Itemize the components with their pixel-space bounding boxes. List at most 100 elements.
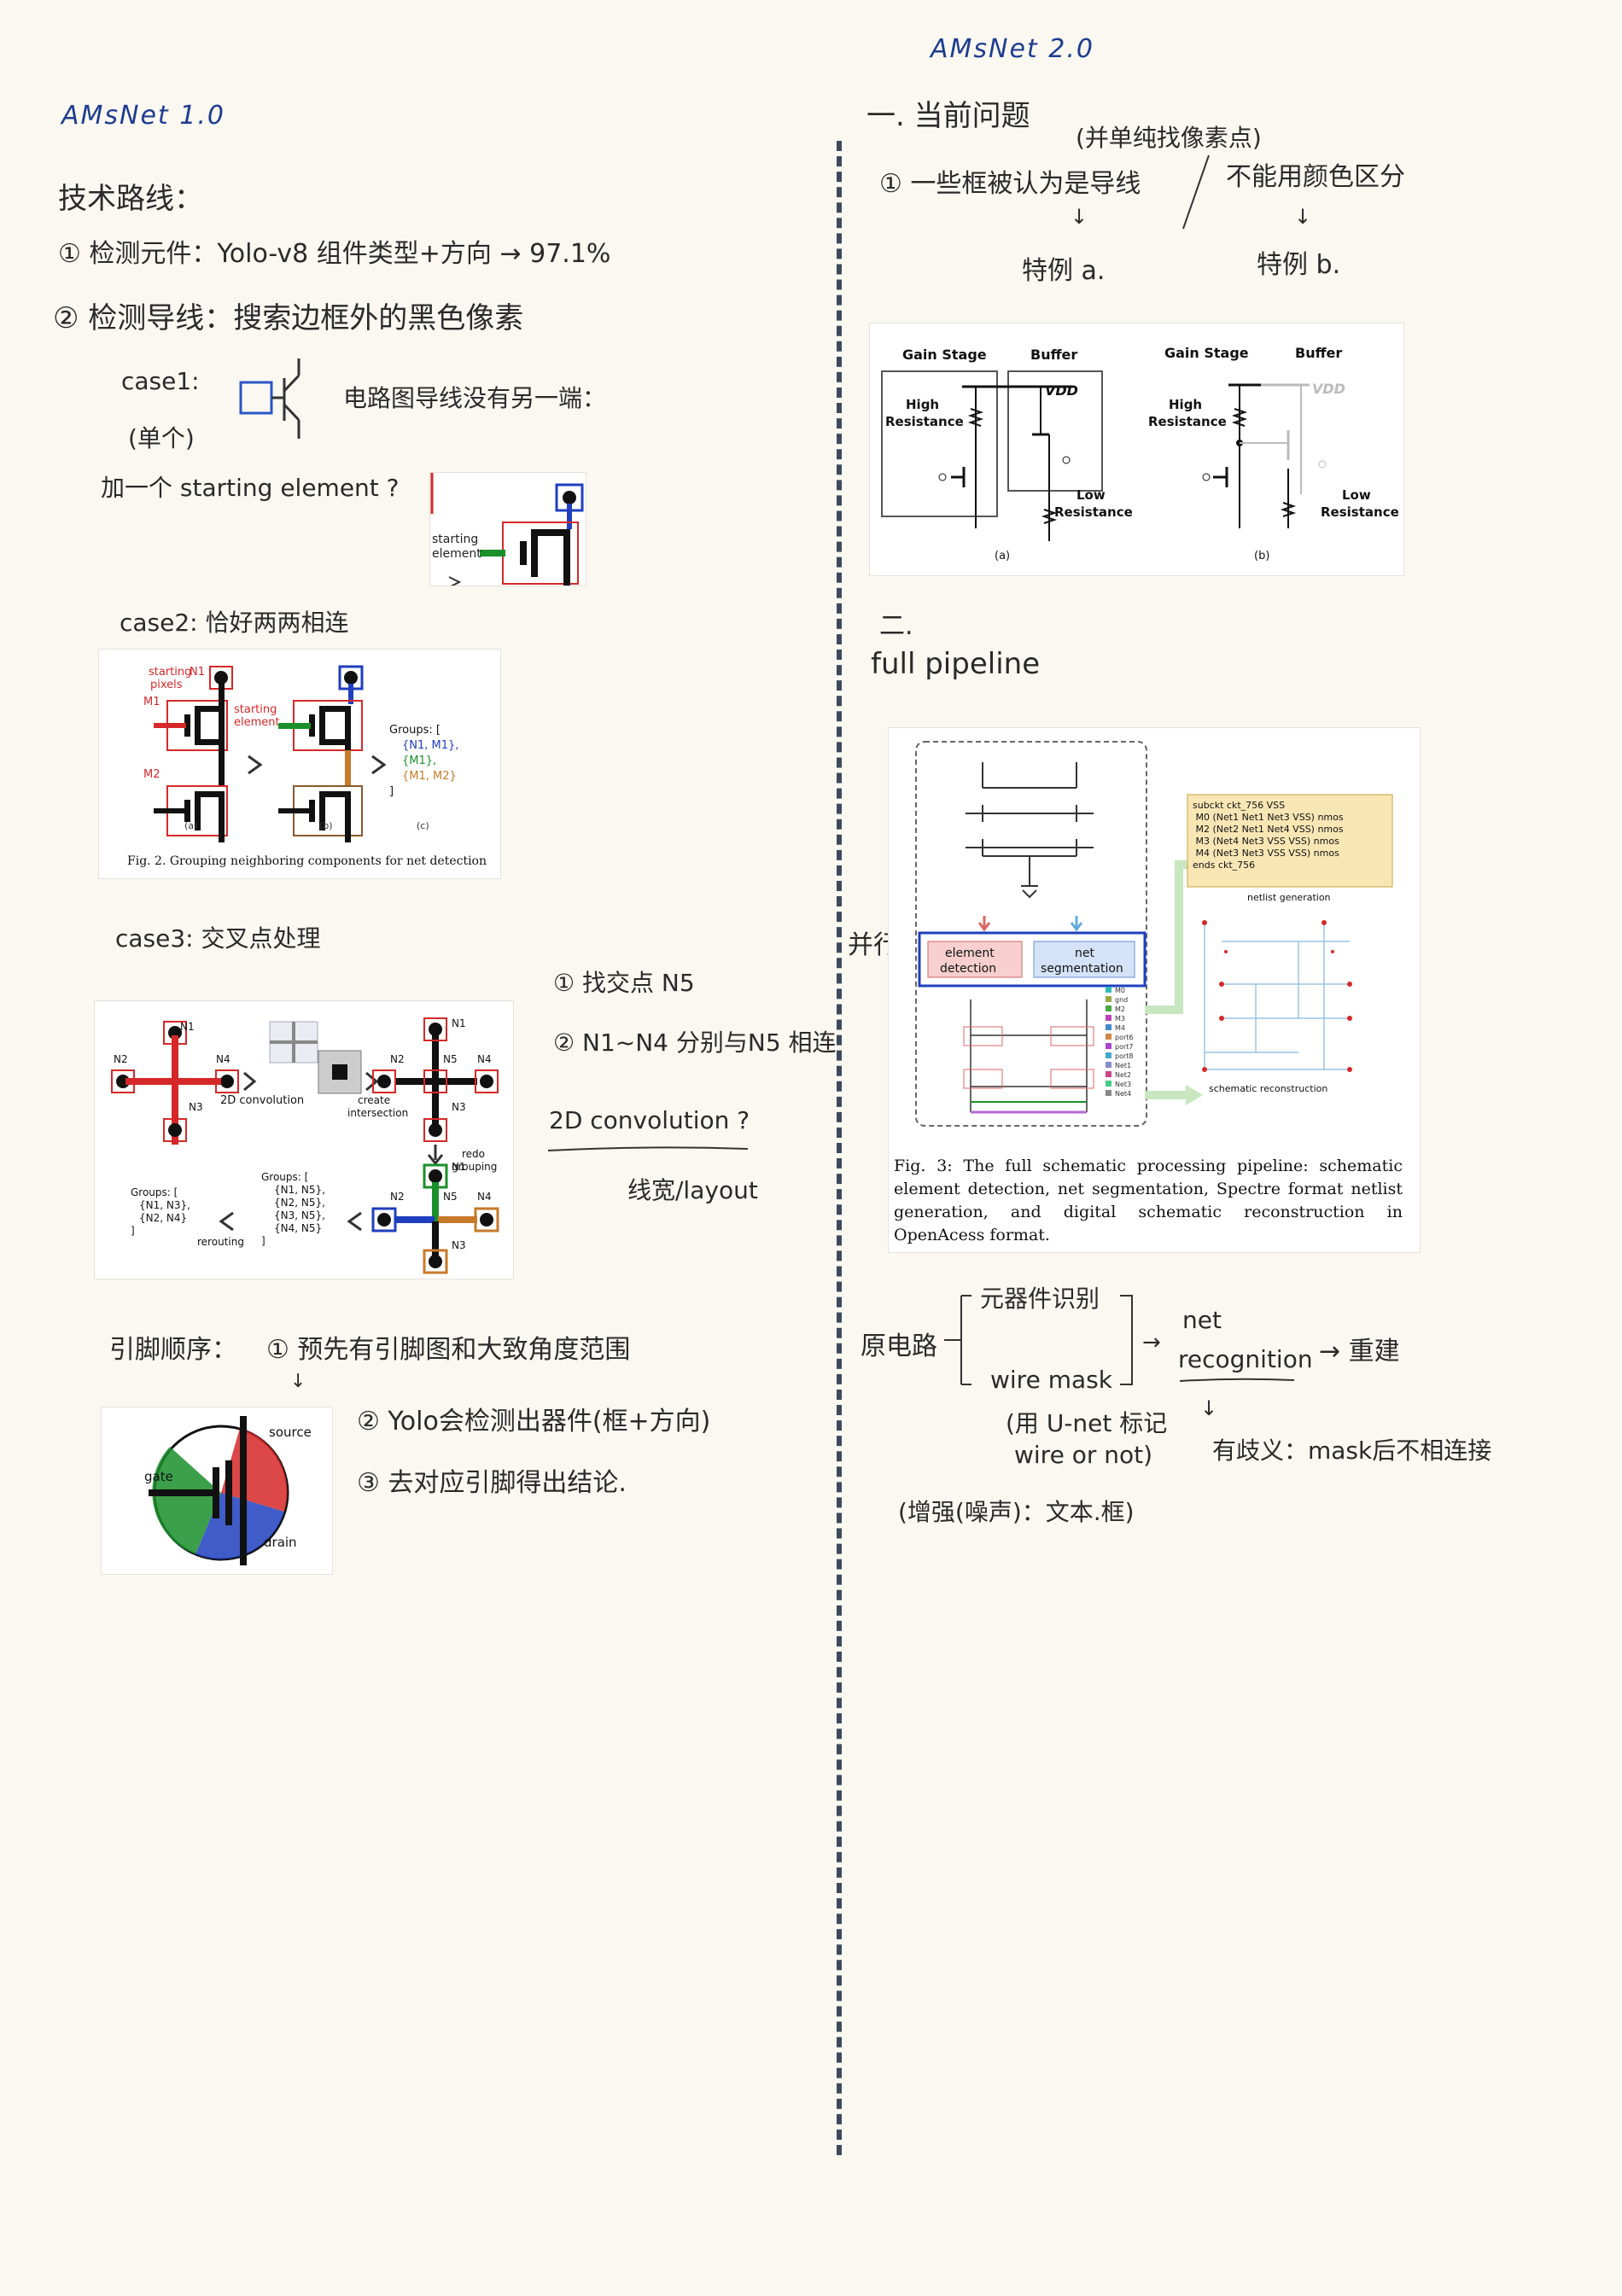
gm-1: Groups: [ [261, 1171, 308, 1183]
mosfet-drain-wire [563, 529, 570, 586]
sec1-item: ① 一些框被认为是导线 [879, 169, 1141, 199]
case3-note4: 线宽/layout [627, 1176, 758, 1204]
a-n1-label: N1 [190, 666, 205, 679]
c3-n1-label: N1 [452, 1161, 466, 1173]
src-line [240, 1416, 247, 1493]
top-schematic [966, 762, 1094, 899]
case1-note: 电路图导线没有另一端： [343, 384, 607, 412]
a-m1-g [184, 714, 190, 737]
step2-text: ② 检测导线：搜索边框外的黑色像素 [53, 301, 524, 335]
legend-swatch [1106, 1081, 1111, 1087]
c3-n3 [429, 1255, 442, 1268]
a-m1-d [201, 706, 225, 712]
a-m1-label: M1 [143, 696, 160, 708]
gm-2: {N1, N5}, [274, 1184, 325, 1196]
legend-swatch [1106, 1090, 1111, 1096]
pin-dot [563, 491, 576, 504]
legend-swatch [1106, 1043, 1111, 1049]
det-box4 [1050, 1069, 1094, 1089]
starting-element-l2: element [432, 547, 481, 561]
netlist-box [1187, 794, 1393, 888]
high-a-l2: Resistance [885, 414, 964, 429]
high-a-l1: High [906, 397, 939, 412]
drn-line [240, 1493, 247, 1565]
ns-l2: segmentation [1041, 962, 1123, 976]
out-b [1318, 460, 1327, 469]
c3-n4 [480, 1213, 493, 1227]
legend-label: Net2 [1115, 1071, 1131, 1079]
case2-caption: Fig. 2. Grouping neighboring components … [127, 854, 487, 868]
a-m2-wire [219, 791, 225, 842]
underline-path [547, 1146, 749, 1151]
ed-l2: detection [940, 962, 996, 976]
right-title: AMsNet 2.0 [931, 34, 1094, 64]
case2-arrow1 [248, 755, 263, 775]
a-m2-g [184, 800, 190, 822]
special-b: 特例 b. [1257, 250, 1341, 280]
vdd-b: VDD [1312, 381, 1345, 397]
c3-n5-label: N5 [443, 1191, 458, 1203]
blue-wire [567, 504, 572, 529]
left-title: AMsNet 1.0 [61, 101, 225, 131]
column-divider [837, 141, 842, 2155]
a-n1-dot [214, 671, 228, 685]
case1-add: 加一个 starting element ? [101, 474, 400, 502]
legend-swatch [1106, 1024, 1111, 1030]
a-wire [219, 684, 225, 786]
sec1-heading: 一. 当前问题 [866, 99, 1030, 133]
gate-bar [213, 1467, 219, 1518]
box-buffer-a [1007, 370, 1103, 492]
legend-label: port7 [1115, 1043, 1134, 1051]
gm-4: {N3, N5}, [274, 1209, 325, 1221]
res2-a [1041, 509, 1058, 524]
schematic-rec-label: schematic reconstruction [1209, 1083, 1327, 1094]
c1-n4-label: N4 [216, 1053, 230, 1065]
pin-figure: source gate drain [101, 1407, 333, 1575]
c3-n2-label: N2 [390, 1191, 405, 1203]
low-a-l1: Low [1076, 487, 1106, 503]
case1-sketch [239, 358, 300, 439]
c1-top-wire [172, 1035, 178, 1080]
case2-label: case2: 恰好两两相连 [120, 609, 349, 637]
sketch-drain [283, 374, 300, 393]
pin-step3: ③ 去对应引脚得出结论. [357, 1468, 627, 1498]
element-detection-box [927, 941, 1023, 978]
high-b-l1: High [1169, 397, 1202, 412]
pin-step2: ② Yolo会检测出器件(框+方向) [357, 1407, 711, 1436]
c1-n1-label: N1 [180, 1021, 195, 1033]
b-m1-g [309, 714, 315, 737]
red-arrow [977, 916, 991, 932]
channel-bar [225, 1460, 232, 1525]
gain-b: Gain Stage [1164, 345, 1249, 361]
in-a [938, 473, 947, 481]
label-b: (b) [319, 820, 333, 831]
det-box2 [1050, 1026, 1094, 1046]
group-3: {M1, M2} [402, 770, 457, 783]
groups-mid: Groups: [ {N1, N5}, {N2, N5}, {N3, N5}, … [261, 1171, 329, 1247]
flow-unet2: wire or not) [1014, 1441, 1153, 1469]
flow-wire-mask: wire mask [990, 1366, 1112, 1394]
netlist-line: M0 (Net1 Net1 Net3 VSS) nmos [1193, 812, 1344, 823]
recon-pins [1202, 920, 1352, 1072]
b-m2-ch [319, 791, 325, 830]
flow-net: net [1182, 1306, 1222, 1334]
case1-sub: (单个) [128, 424, 195, 452]
source-sector [221, 1428, 288, 1512]
c3-arrow-left2 [219, 1211, 234, 1232]
pin-order-label: 引脚顺序： [109, 1335, 237, 1365]
legend-label: Net4 [1115, 1090, 1131, 1098]
b-m1-dw [345, 706, 351, 750]
c2-n1-label: N1 [452, 1017, 466, 1029]
c3-n4-box [474, 1207, 499, 1232]
c2-n2-box [372, 1069, 396, 1093]
res2-b [1280, 502, 1297, 517]
redo-l2: grouping [452, 1161, 497, 1173]
